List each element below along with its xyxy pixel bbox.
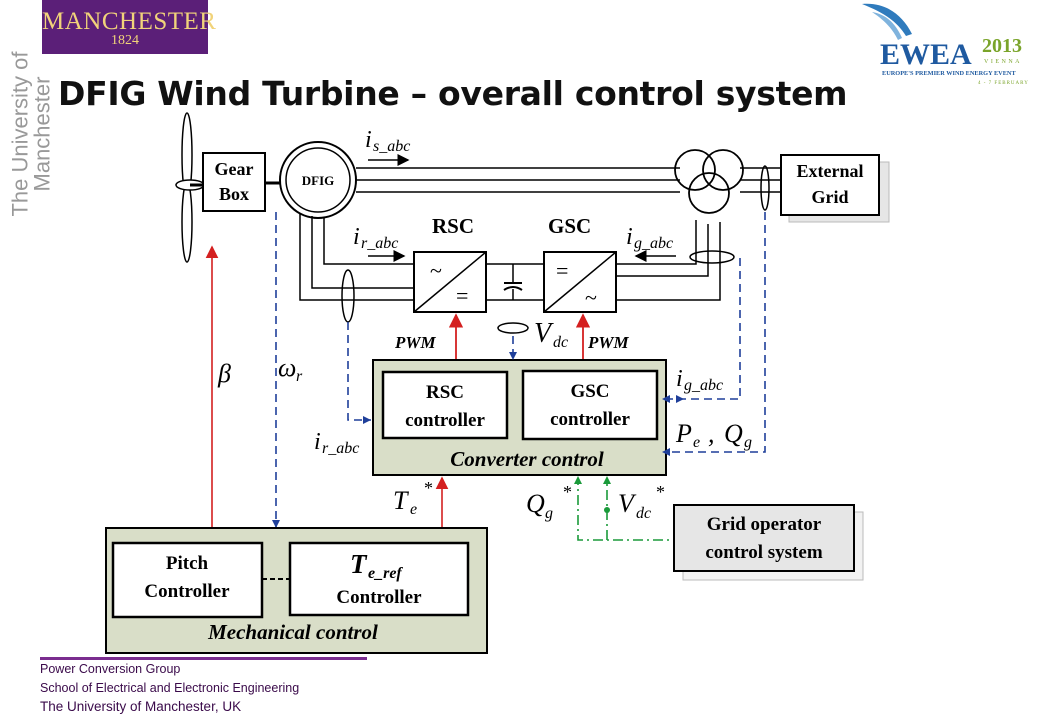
pwm-right-label: PWM [587,333,630,352]
ewea-logo: EWEA 2013 VIENNA EUROPE'S PREMIER WIND E… [862,3,1029,86]
omega-label: ω [278,353,296,382]
vdc-star-label: V [618,489,637,518]
mechanical-control-block: Pitch Controller T e_ref Controller Mech… [105,527,488,654]
rsc-label: RSC [432,214,474,238]
pitch-controller-line2: Controller [144,581,230,602]
gearbox-label-line1: Gear [215,159,254,179]
te-star-label: T [393,486,409,515]
footer-university: The University of Manchester, UK [40,699,242,714]
qg-label: Q [724,419,743,448]
gsc-symbol-top: = [556,258,568,283]
vdc-sub: dc [553,334,568,351]
converter-control-label: Converter control [450,447,604,471]
gsc-converter-block: = ~ GSC [543,214,617,313]
te-ref-label: T [350,549,368,579]
pitch-controller-line1: Pitch [166,553,209,574]
vdc-star-asterisk: * [656,482,665,502]
ir-abc-sub: r_abc [361,235,398,252]
dfig-machine: DFIG [279,141,357,219]
mechanical-control-label: Mechanical control [207,620,378,644]
ewea-swoosh-icon [862,3,912,36]
ewea-city: VIENNA [984,59,1022,65]
external-grid-line1: External [797,161,864,181]
omega-sub: r [296,368,303,385]
qg-star-asterisk: * [563,482,572,502]
ir-abc-feedback-label: i [314,429,321,455]
ir-abc-feedback-sub: r_abc [322,440,359,457]
ig-abc-sub: g_abc [634,235,673,252]
pe-qg-comma: , [708,419,715,448]
ewea-logo-text: EWEA [880,38,972,71]
manchester-logo: MANCHESTER 1824 [42,0,217,54]
grid-operator-line2: control system [705,542,822,563]
rsc-converter-block: ~ = RSC [413,214,487,313]
te-ref-sub: e_ref [368,565,403,582]
qg-star-label: Q [526,489,545,518]
vdc-star-sub: dc [636,505,651,522]
footer-divider [40,657,367,660]
ewea-year: 2013 [982,35,1022,57]
ir-abc-label: i [353,224,360,250]
ewea-dates: 4 - 7 FEBRUARY [978,81,1029,86]
rsc-symbol-bottom: = [456,283,468,308]
beta-label: β [217,359,231,388]
is-abc-label: i [365,127,372,153]
external-grid-line2: Grid [811,187,848,207]
external-grid-block: External Grid [780,154,890,223]
dfig-label: DFIG [302,173,335,188]
ig-abc-feedback-sub: g_abc [684,377,723,394]
grid-operator-line1: Grid operator [707,514,822,535]
gsc-controller-line2: controller [550,409,630,430]
te-star-asterisk: * [424,478,433,498]
pwm-left-label: PWM [394,333,437,352]
turbine-blades-icon [175,112,205,263]
gsc-label: GSC [548,214,591,238]
qg-star-sub: g [545,505,553,522]
rsc-controller-line2: controller [405,410,485,431]
vdc-label: V [534,318,554,349]
transformer-icon [674,149,744,214]
gsc-symbol-bottom: ~ [585,285,597,310]
rsc-controller-line1: RSC [426,382,464,403]
gearbox-block: Gear Box [202,152,266,212]
page-title: DFIG Wind Turbine – overall control syst… [58,74,848,113]
ig-abc-feedback-label: i [676,366,683,392]
pe-label: P [675,419,692,448]
qg-sub: g [744,434,752,451]
footer-school: School of Electrical and Electronic Engi… [40,681,300,695]
is-abc-sub: s_abc [373,138,410,155]
converter-control-block: RSC controller GSC controller Converter … [372,359,667,476]
gsc-controller-line1: GSC [570,381,609,402]
te-ref-controller-label: Controller [336,587,422,608]
footer-group: Power Conversion Group [40,662,181,676]
pe-sub: e [693,434,700,451]
rsc-symbol-top: ~ [430,258,442,283]
ewea-tagline: EUROPE'S PREMIER WIND ENERGY EVENT [882,70,1016,77]
te-star-sub: e [410,501,417,518]
ig-abc-label: i [626,224,633,250]
manchester-logo-name: MANCHESTER [42,8,217,35]
gearbox-label-line2: Box [219,184,249,204]
manchester-logo-year: 1824 [111,33,139,48]
grid-operator-block: Grid operator control system [673,504,864,581]
